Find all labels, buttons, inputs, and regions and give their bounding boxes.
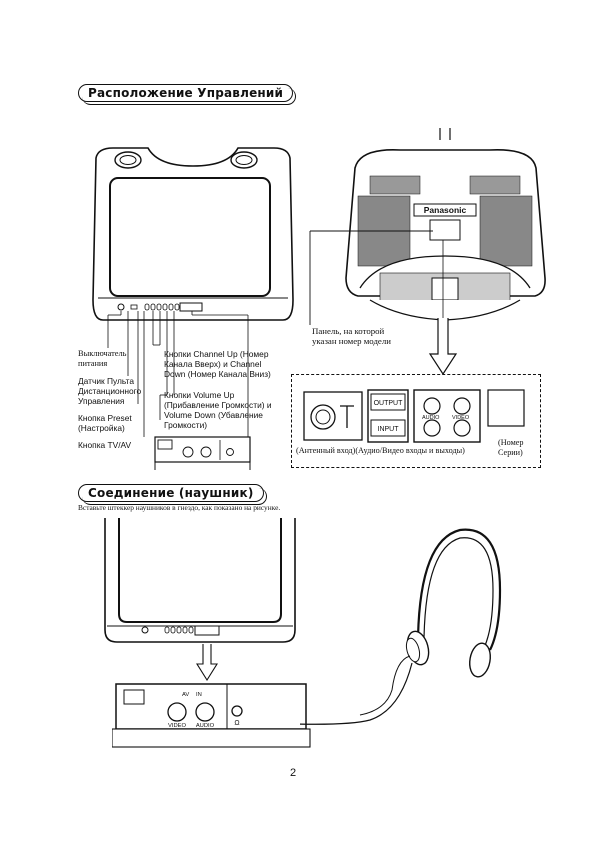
front-av-panel bbox=[154, 436, 251, 470]
tv-rear-illustration: Panasonic bbox=[345, 128, 546, 321]
jack-av-label: AV bbox=[182, 692, 189, 698]
instruction-text: Вставьте штеккер наушников в гнездо, как… bbox=[78, 503, 281, 512]
panel-video-label: VIDEO bbox=[452, 415, 470, 421]
label-antenna-input: (Антенный вход) bbox=[296, 446, 356, 455]
label-antenna-av: (Антенный вход)(Аудио/Видео входы и выхо… bbox=[296, 446, 465, 456]
panel-audio-label: AUDIO bbox=[422, 415, 440, 421]
headphones-icon bbox=[300, 528, 502, 725]
label-tvav-button: Кнопка TV/AV bbox=[78, 440, 132, 450]
jack-audio-label: AUDIO bbox=[196, 723, 215, 729]
tv-front-illustration bbox=[92, 147, 294, 445]
headphone-jack-symbol: Ω bbox=[234, 720, 239, 727]
model-panel-pointer bbox=[309, 230, 433, 325]
tv-headphone-connection-illustration bbox=[104, 518, 296, 682]
jack-video-label: VIDEO bbox=[168, 723, 187, 729]
section-heading-controls: Расположение Управлений bbox=[78, 84, 297, 105]
label-av-io: (Аудио/Видео входы и выходы) bbox=[355, 446, 465, 455]
arrow-down-icon bbox=[428, 318, 458, 376]
panel-input-label: INPUT bbox=[378, 426, 400, 433]
jack-in-label: IN bbox=[196, 692, 202, 698]
label-preset-button: Кнопка Preset(Настройка) bbox=[78, 413, 132, 433]
rear-panel-connectors: OUTPUT INPUT AUDIO VIDEO bbox=[303, 389, 525, 443]
label-volume-buttons: Кнопки Volume Up(Прибавление Громкости) … bbox=[164, 390, 272, 430]
rear-panel-detail bbox=[291, 374, 541, 468]
side-jack-panel: AV IN VIDEO AUDIO Ω bbox=[112, 683, 311, 748]
rear-brand-logo: Panasonic bbox=[424, 205, 467, 215]
page-number: 2 bbox=[290, 767, 297, 779]
section-heading-connection: Соединение (наушник) bbox=[78, 484, 267, 505]
panel-output-label: OUTPUT bbox=[374, 400, 404, 407]
